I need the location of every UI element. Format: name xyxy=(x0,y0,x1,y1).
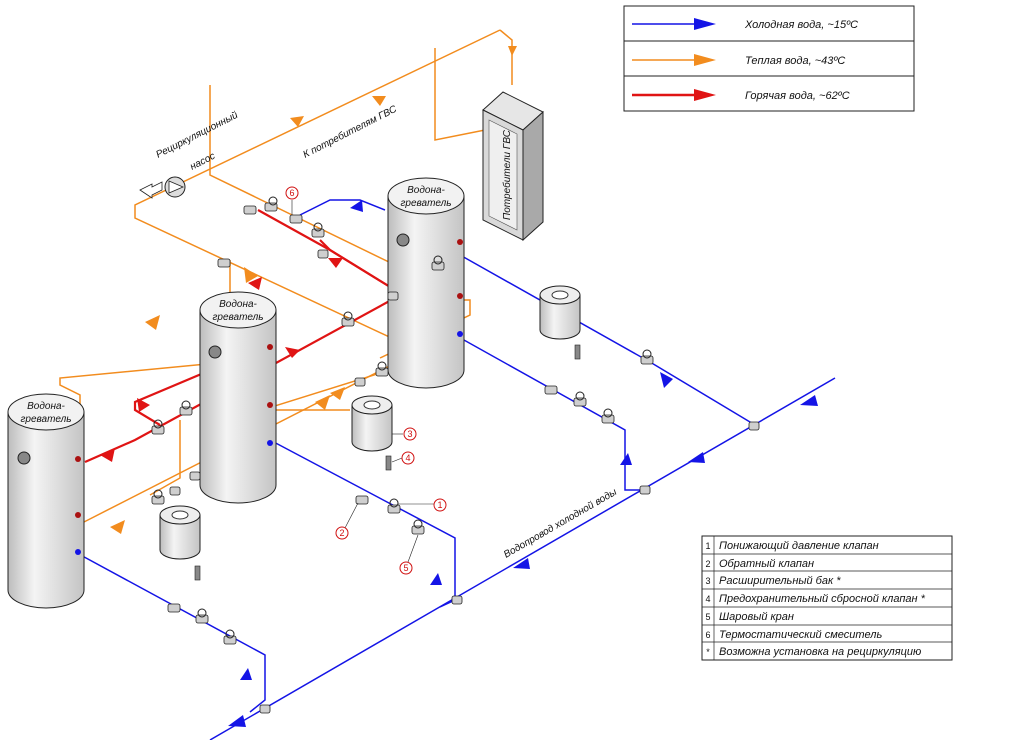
hot-flow-arrows xyxy=(100,258,343,462)
component-description: Возможна установка на рециркуляцию xyxy=(719,646,921,658)
consumers-label: Потребители ГВС xyxy=(501,129,513,220)
component-number: 4 xyxy=(705,594,710,604)
water-heater-middle xyxy=(199,291,277,504)
to-consumers-label: К потребителям ГВС xyxy=(301,103,399,161)
component-description: Понижающий давление клапан xyxy=(719,540,879,552)
pump-label-line2: насос xyxy=(188,151,217,173)
heater-right-label-2: греватель xyxy=(400,198,451,209)
water-heater-right xyxy=(387,177,465,389)
callout-5: 5 xyxy=(403,563,408,573)
callouts: 6 1 2 3 4 5 xyxy=(285,186,447,575)
legend-warm: Теплая вода, ~43ºC xyxy=(745,55,845,67)
component-description: Расширительный бак * xyxy=(719,575,841,587)
component-number: 1 xyxy=(705,541,710,551)
component-number: 6 xyxy=(705,630,710,640)
component-description: Термостатический смеситель xyxy=(719,629,883,641)
component-number: 3 xyxy=(705,576,710,586)
recirculation-pump xyxy=(164,176,186,198)
heater-right-label-1: Водона- xyxy=(407,185,445,196)
components-table: 1 Понижающий давление клапан 2 Обратный кла… xyxy=(701,535,953,661)
legend-cold: Холодная вода, ~15ºC xyxy=(744,19,858,31)
expansion-tank-right xyxy=(539,285,581,360)
callout-1: 1 xyxy=(437,500,442,510)
cold-flow-arrows xyxy=(228,200,818,727)
component-number: 2 xyxy=(705,559,710,569)
callout-2: 2 xyxy=(339,528,344,538)
heater-middle-label-1: Водона- xyxy=(219,299,257,310)
consumers-cabinet: Потребители ГВС xyxy=(482,91,544,242)
callout-4: 4 xyxy=(405,453,410,463)
components-rows: 1 Понижающий давление клапан 2 Обратный кла… xyxy=(705,540,925,658)
heater-left-label-1: Водона- xyxy=(27,401,65,412)
component-number: 5 xyxy=(705,612,710,622)
heater-left-label-2: греватель xyxy=(20,414,71,425)
pump-label-line1: Рециркуляционный xyxy=(154,110,240,161)
callout-6: 6 xyxy=(289,188,294,198)
valve-handles xyxy=(153,196,652,639)
pipe-legend: Холодная вода, ~15ºC Теплая вода, ~43ºC … xyxy=(623,5,915,112)
component-description: Шаровый кран xyxy=(719,611,794,623)
component-number: * xyxy=(706,647,710,657)
valve-fittings xyxy=(151,202,760,714)
expansion-tank-left xyxy=(159,505,201,581)
component-description: Предохранительный сбросной клапан * xyxy=(719,593,926,605)
pump-direction-icon xyxy=(139,181,163,199)
heater-middle-label-2: греватель xyxy=(212,312,263,323)
legend-hot: Горячая вода, ~62ºC xyxy=(745,90,850,102)
cold-main-label: Водопровод холодной воды xyxy=(502,486,619,560)
component-description: Обратный клапан xyxy=(719,558,814,570)
expansion-tank-middle xyxy=(351,395,393,471)
water-heater-left xyxy=(7,393,85,609)
callout-3: 3 xyxy=(407,429,412,439)
